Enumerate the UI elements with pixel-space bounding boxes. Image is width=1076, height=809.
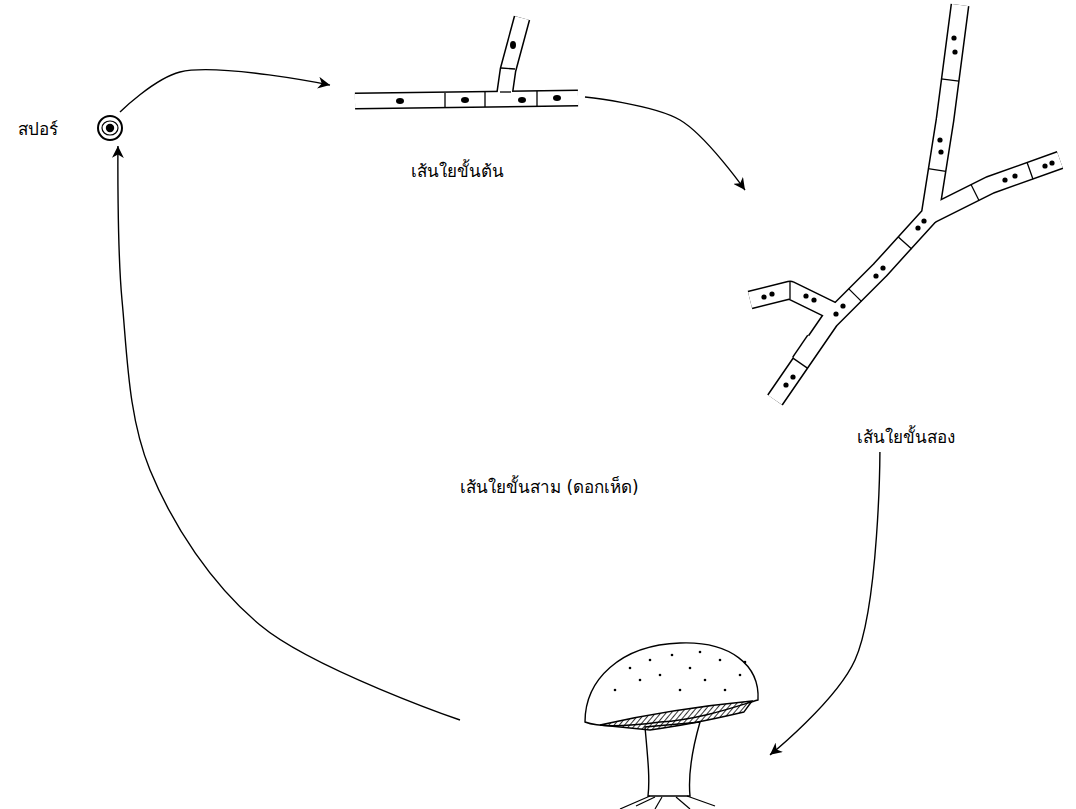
stage-group: เส้นใยขั้นต้น: [330, 8, 585, 186]
stage-label: สปอร์: [18, 118, 58, 140]
stage-label: เส้นใยขั้นสอง: [857, 426, 955, 448]
stage-group: สปอร์: [12, 112, 132, 146]
spore-icon: [98, 116, 122, 140]
mushroom-illustration: [585, 643, 758, 809]
cycle-arrow: [585, 97, 745, 190]
primary-hypha: [355, 18, 578, 108]
secondary-hypha: [750, 5, 1060, 400]
cycle-arrow: [120, 70, 330, 112]
cycle-arrow: [770, 452, 880, 755]
stage-label: เส้นใยขั้นต้น: [411, 160, 504, 182]
stage-group: เส้นใยขั้นสาม (ดอกเห็ด): [460, 474, 770, 806]
stage-group: เส้นใยขั้นสอง: [745, 2, 1067, 452]
cycle-arrow: [118, 146, 460, 720]
stage-label: เส้นใยขั้นสาม (ดอกเห็ด): [460, 476, 639, 498]
